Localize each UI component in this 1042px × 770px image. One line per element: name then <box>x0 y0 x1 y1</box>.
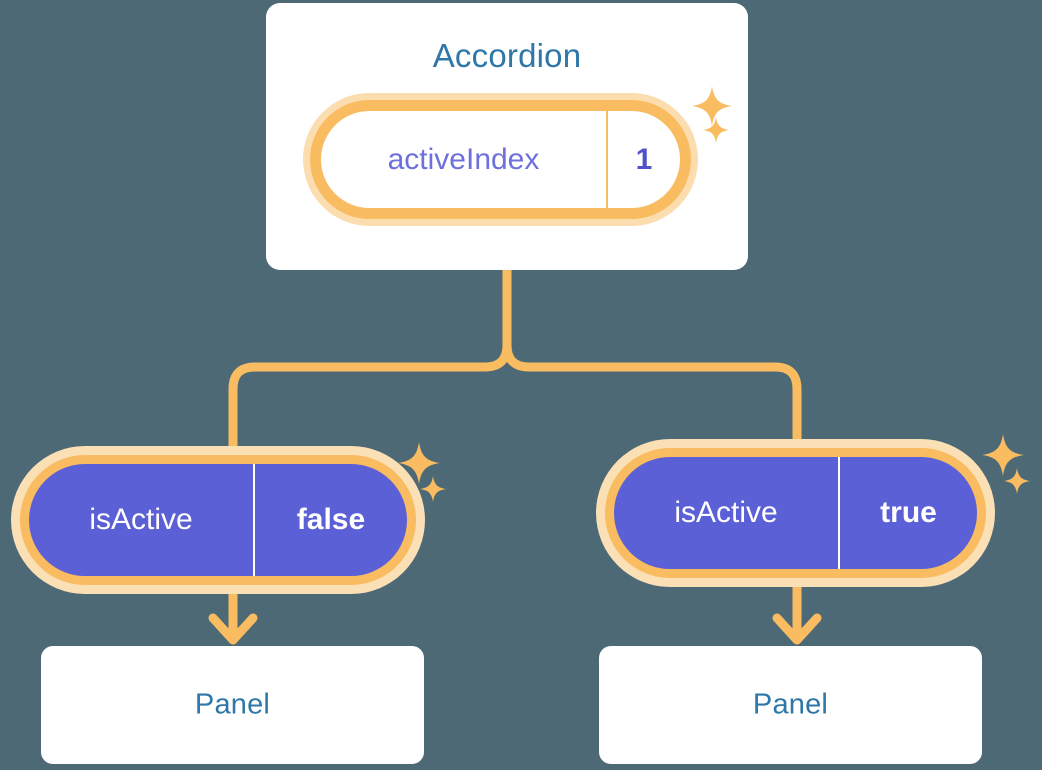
state-pill-activeindex[interactable]: activeIndex 1 <box>310 100 691 219</box>
panel-title: Panel <box>194 688 271 721</box>
state-pill-isactive-true[interactable]: isActive true <box>605 448 986 578</box>
sparkle-right-large <box>982 434 1024 476</box>
sparkle-left-small <box>420 476 446 502</box>
arrowhead-right <box>772 613 822 645</box>
state-pill-isactive-false[interactable]: isActive false <box>20 455 416 585</box>
state-value-label: false <box>296 503 366 536</box>
wire-branch-right <box>502 340 802 453</box>
state-key-label: activeIndex <box>321 111 608 208</box>
accordion-title: Accordion <box>432 37 582 74</box>
panel-title: Panel <box>752 688 829 721</box>
state-value-label: true <box>880 496 937 529</box>
panel-card-right: Panel <box>599 646 982 764</box>
state-key-label: isActive <box>29 464 255 576</box>
arrowhead-left <box>208 613 258 645</box>
wire-branch-left <box>228 340 512 460</box>
sparkle-right-small <box>1004 468 1030 494</box>
panel-card-left: Panel <box>41 646 424 764</box>
state-value-label: 1 <box>635 142 653 176</box>
state-key-label: isActive <box>614 457 840 569</box>
